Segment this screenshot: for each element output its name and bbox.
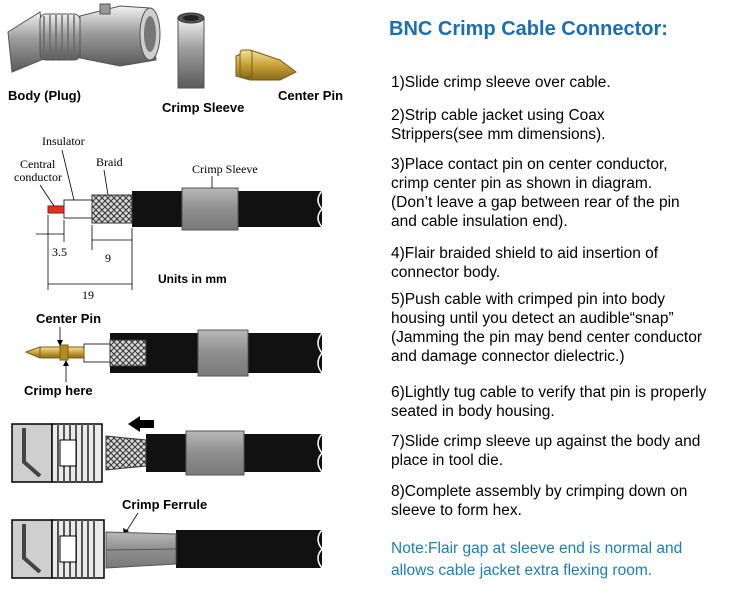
crimp-ferrule-label: Crimp Ferrule [122, 497, 207, 512]
step-6: 6)Lightly tug cable to verify that pin i… [391, 384, 707, 420]
crimp-sleeve-diagram-label: Crimp Sleeve [192, 162, 258, 176]
central-conductor [47, 205, 65, 214]
step-2: 2)Strip cable jacket using Coax Stripper… [391, 107, 606, 143]
center-pin-label: Center Pin [36, 311, 101, 326]
step-4: 4)Flair braided shield to aid insertion … [391, 245, 659, 281]
crimped-assembly-diagram [11, 519, 323, 579]
bnc-body-plug-image [7, 3, 161, 73]
braid-label: Braid [96, 155, 123, 169]
dim-3-5: 3.5 [52, 245, 67, 259]
center-pin-image [235, 49, 297, 81]
central-conductor-label-2: conductor [14, 170, 62, 184]
insulator-label: Insulator [42, 134, 85, 148]
body-insertion-diagram [11, 423, 323, 483]
crimp-sleeve-band [181, 187, 239, 231]
note-text: Note:Flair gap at sleeve end is normal a… [391, 540, 683, 579]
units-label: Units in mm [158, 272, 227, 286]
dim-9: 9 [105, 251, 111, 265]
stripped-cable-diagram [47, 187, 324, 231]
center-pin-top-label: Center Pin [278, 88, 343, 103]
center-pin-crimp-diagram [24, 329, 323, 377]
insulator-section [63, 199, 93, 219]
instructions-panel: BNC Crimp Cable Connector: 1)Slide crimp… [385, 0, 745, 600]
body-plug-label: Body (Plug) [8, 88, 81, 103]
dim-19: 19 [82, 288, 94, 302]
assembly-diagram: Body (Plug) Crimp Sleeve Center Pin Insu… [7, 3, 343, 579]
step-7: 7)Slide crimp sleeve up against the body… [391, 433, 701, 469]
step-8: 8)Complete assembly by crimping down on … [391, 483, 688, 519]
step-3: 3)Place contact pin on center conductor,… [391, 156, 680, 230]
step-5: 5)Push cable with crimped pin into body … [391, 291, 703, 365]
crimp-sleeve-top-label: Crimp Sleeve [162, 100, 244, 115]
crimp-sleeve-image [177, 12, 205, 89]
push-arrow-icon [128, 416, 154, 432]
central-conductor-label-1: Central [20, 157, 56, 171]
step-1: 1)Slide crimp sleeve over cable. [391, 74, 611, 91]
crimp-here-label: Crimp here [24, 383, 93, 398]
braid-section [91, 194, 133, 224]
page-title: BNC Crimp Cable Connector: [389, 18, 668, 40]
dimension-lines [36, 215, 133, 290]
